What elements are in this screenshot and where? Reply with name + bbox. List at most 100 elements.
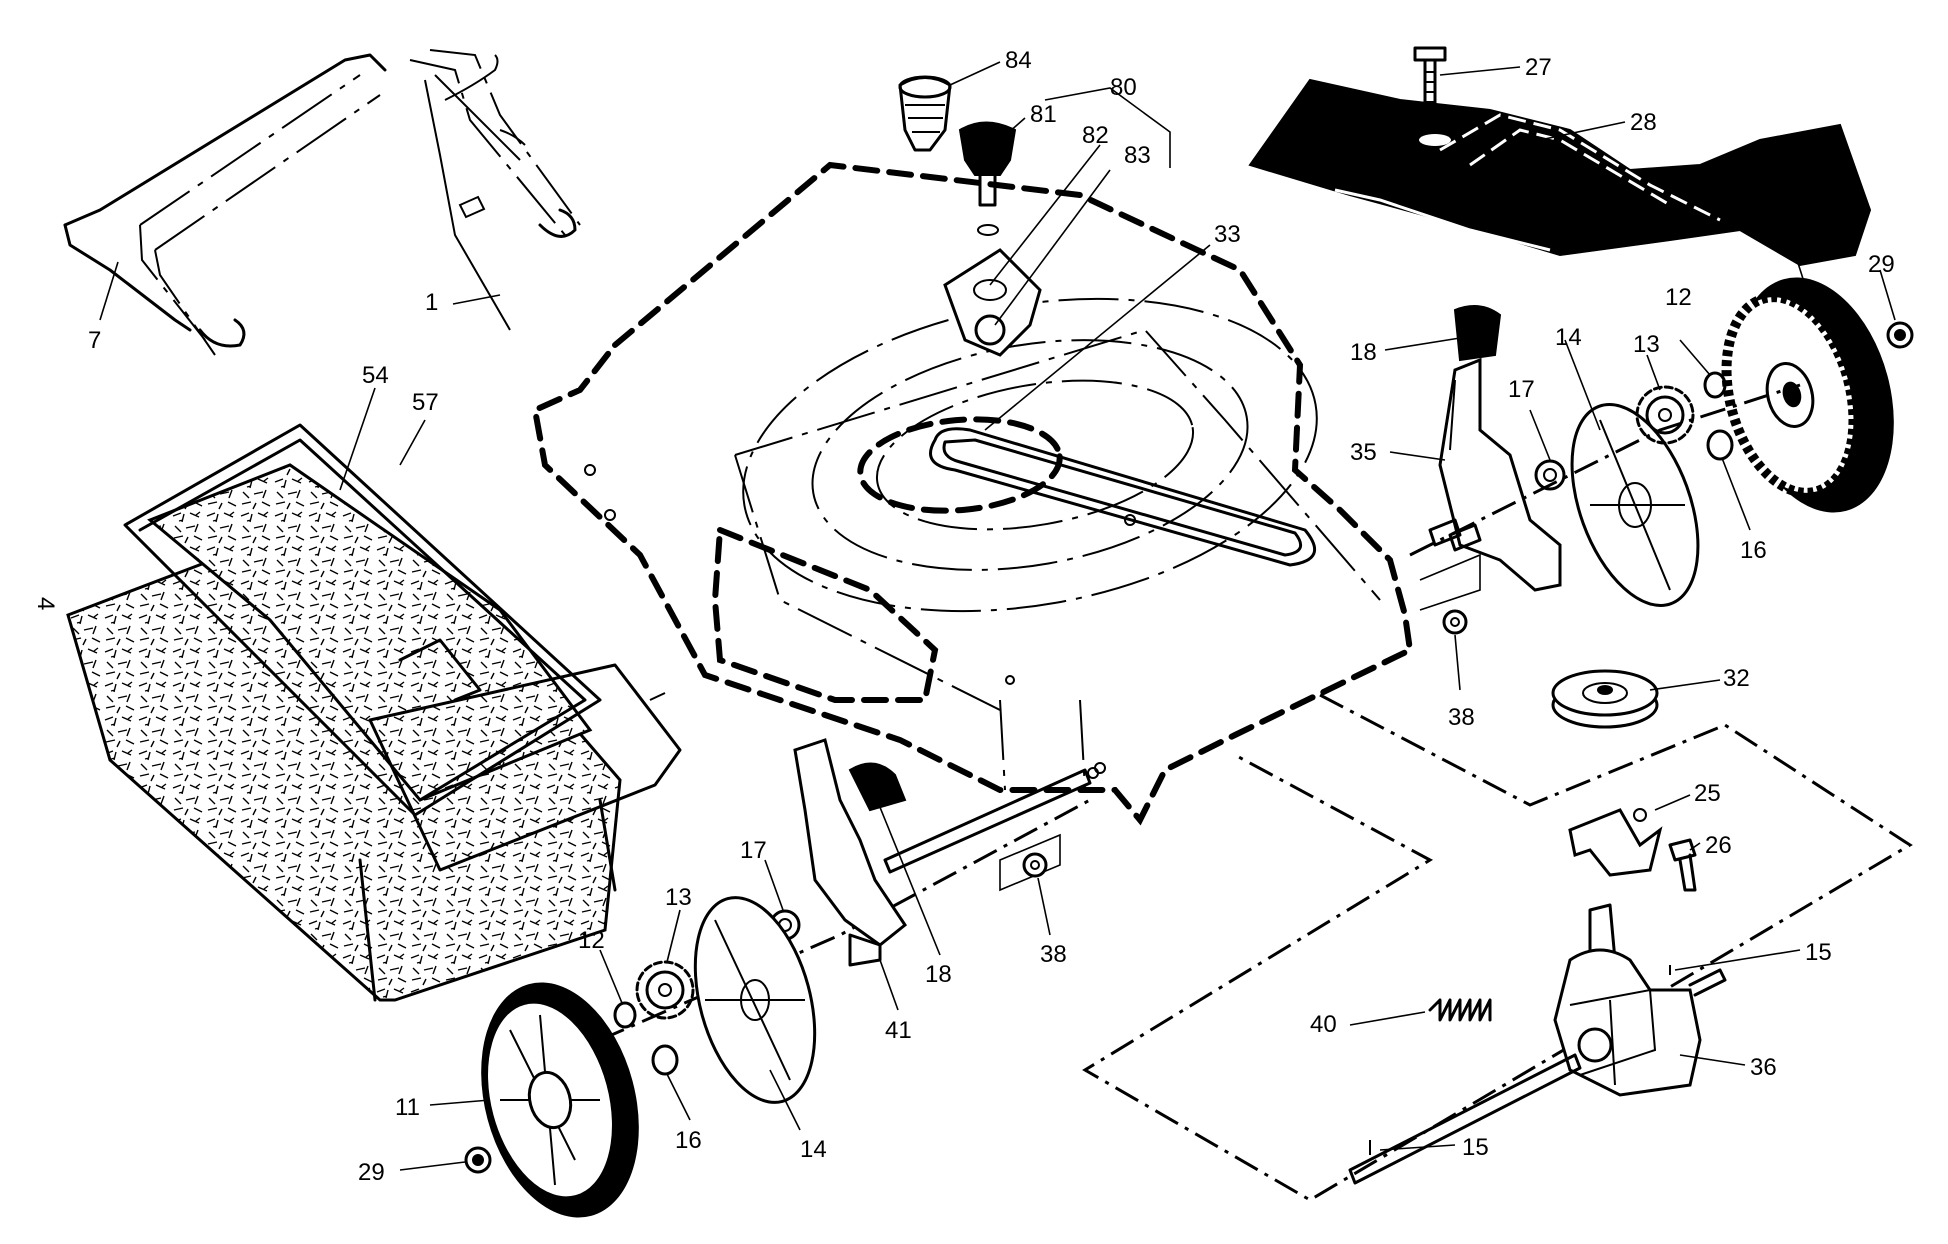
label-part-82: 82 xyxy=(1082,122,1109,149)
label-part-4: 4 xyxy=(32,597,59,610)
group-80-bracket xyxy=(1044,87,1171,168)
part-14-front-leader xyxy=(769,1069,801,1131)
part-26-leader xyxy=(1689,842,1701,851)
label-part-35: 35 xyxy=(1350,439,1377,466)
part-32-leader xyxy=(1649,679,1721,691)
label-part-36: 36 xyxy=(1750,1054,1777,1081)
part-29-front-leader xyxy=(399,1161,466,1171)
label-part-41: 41 xyxy=(885,1017,912,1044)
rear-wheel xyxy=(1721,277,1894,513)
part-18-front-leader xyxy=(874,794,941,956)
part-16-rear-leader xyxy=(1721,457,1751,531)
label-part-1: 1 xyxy=(425,289,438,316)
part-81-leader xyxy=(999,117,1026,141)
bolt-26 xyxy=(1668,838,1697,892)
label-part-57: 57 xyxy=(412,389,439,416)
washer-16-rear xyxy=(1706,429,1734,461)
label-part-29-front: 29 xyxy=(358,1159,385,1186)
wheel-cap-18-rear xyxy=(1453,305,1502,362)
transmission-gearbox xyxy=(1553,903,1702,1097)
label-part-17-rear: 17 xyxy=(1508,376,1535,403)
part-38-rear-leader xyxy=(1454,634,1461,691)
part-28-leader xyxy=(1539,121,1626,141)
label-part-12-rear: 12 xyxy=(1665,284,1692,311)
part-12-rear-leader xyxy=(1679,339,1711,376)
rear-axle-line xyxy=(1409,383,1801,611)
washer-12-rear xyxy=(1703,371,1727,399)
part-15-bottom-leader xyxy=(1379,1144,1456,1151)
label-part-15-top: 15 xyxy=(1805,939,1832,966)
grass-catcher xyxy=(66,423,682,1002)
label-part-18-rear: 18 xyxy=(1350,339,1377,366)
part-15-top-leader xyxy=(1674,949,1801,971)
label-part-11-rear: 11 xyxy=(1775,214,1800,241)
part-40-leader xyxy=(1349,1011,1426,1026)
part-57-leader xyxy=(399,419,426,466)
label-part-29-rear: 29 xyxy=(1868,251,1895,278)
part-18-rear-leader xyxy=(1384,337,1461,351)
mower-deck xyxy=(531,161,1414,826)
chute-bolt xyxy=(1413,46,1447,112)
gear-13-rear xyxy=(1635,385,1695,445)
handle-assembly xyxy=(63,49,581,356)
discharge-chute xyxy=(1248,78,1872,267)
label-part-25: 25 xyxy=(1694,780,1721,807)
height-adjuster-knob xyxy=(898,75,952,152)
adjuster-plate xyxy=(943,248,1042,357)
pulley-32 xyxy=(1551,669,1659,729)
spring-40 xyxy=(1428,998,1492,1022)
part-17-rear-leader xyxy=(1529,409,1551,461)
part-16-front-leader xyxy=(666,1073,691,1121)
part-29-rear-leader xyxy=(1879,269,1896,321)
label-part-12-front: 12 xyxy=(578,927,605,954)
part-36-leader xyxy=(1679,1054,1746,1066)
label-part-13-front: 13 xyxy=(665,884,692,911)
label-part-18-front: 18 xyxy=(925,961,952,988)
part-33-leader xyxy=(984,244,1211,431)
front-axle xyxy=(599,762,1106,1042)
part-41-leader xyxy=(879,959,899,1011)
label-part-54: 54 xyxy=(362,362,389,389)
gear-13-front xyxy=(635,960,695,1020)
front-nut-bracket xyxy=(999,833,1061,892)
hubcap-14-rear xyxy=(1570,403,1700,607)
label-part-80: 80 xyxy=(1110,74,1137,101)
label-part-32: 32 xyxy=(1723,665,1750,692)
label-part-16-front: 16 xyxy=(675,1127,702,1154)
label-part-26: 26 xyxy=(1705,832,1732,859)
part-14-rear-leader xyxy=(1564,339,1601,431)
part-35-leader xyxy=(1389,451,1446,461)
part-11-rear-leader xyxy=(1789,237,1806,286)
transmission-axle xyxy=(1348,968,1727,1185)
part-27-leader xyxy=(1439,66,1521,76)
part-labels: 1 4 7 54 57 84 80 81 82 83 33 27 28 11 2… xyxy=(32,47,1895,1186)
nut-29-front xyxy=(464,1146,492,1174)
drive-belt xyxy=(929,427,1316,567)
label-part-83: 83 xyxy=(1124,142,1151,169)
hubcap-14-front xyxy=(693,896,817,1104)
part-82-leader xyxy=(989,144,1101,286)
label-part-33: 33 xyxy=(1214,221,1241,248)
washer-12-front xyxy=(613,1001,637,1029)
label-part-27: 27 xyxy=(1525,54,1552,81)
label-part-40: 40 xyxy=(1310,1011,1337,1038)
label-part-28: 28 xyxy=(1630,109,1657,136)
label-part-16-rear: 16 xyxy=(1740,537,1767,564)
label-part-15-bottom: 15 xyxy=(1462,1134,1489,1161)
washer-16-front xyxy=(651,1044,679,1076)
part-17-front-leader xyxy=(764,859,784,911)
part-11-front-leader xyxy=(429,1099,491,1106)
part-1-leader xyxy=(452,294,501,305)
transmission-outline xyxy=(1082,693,1913,1202)
wheel-cap-18-front xyxy=(848,762,907,812)
label-part-11-front: 11 xyxy=(395,1094,420,1121)
bearing-17-rear xyxy=(1534,459,1566,491)
part-13-front-leader xyxy=(666,909,681,963)
part-83-leader xyxy=(994,169,1111,326)
nut-29-rear xyxy=(1886,321,1914,349)
label-part-13-rear: 13 xyxy=(1633,331,1660,358)
label-part-17-front: 17 xyxy=(740,837,767,864)
label-part-14-front: 14 xyxy=(800,1136,827,1163)
height-adjuster-screw xyxy=(958,121,1017,236)
part-84-leader xyxy=(949,61,1001,86)
